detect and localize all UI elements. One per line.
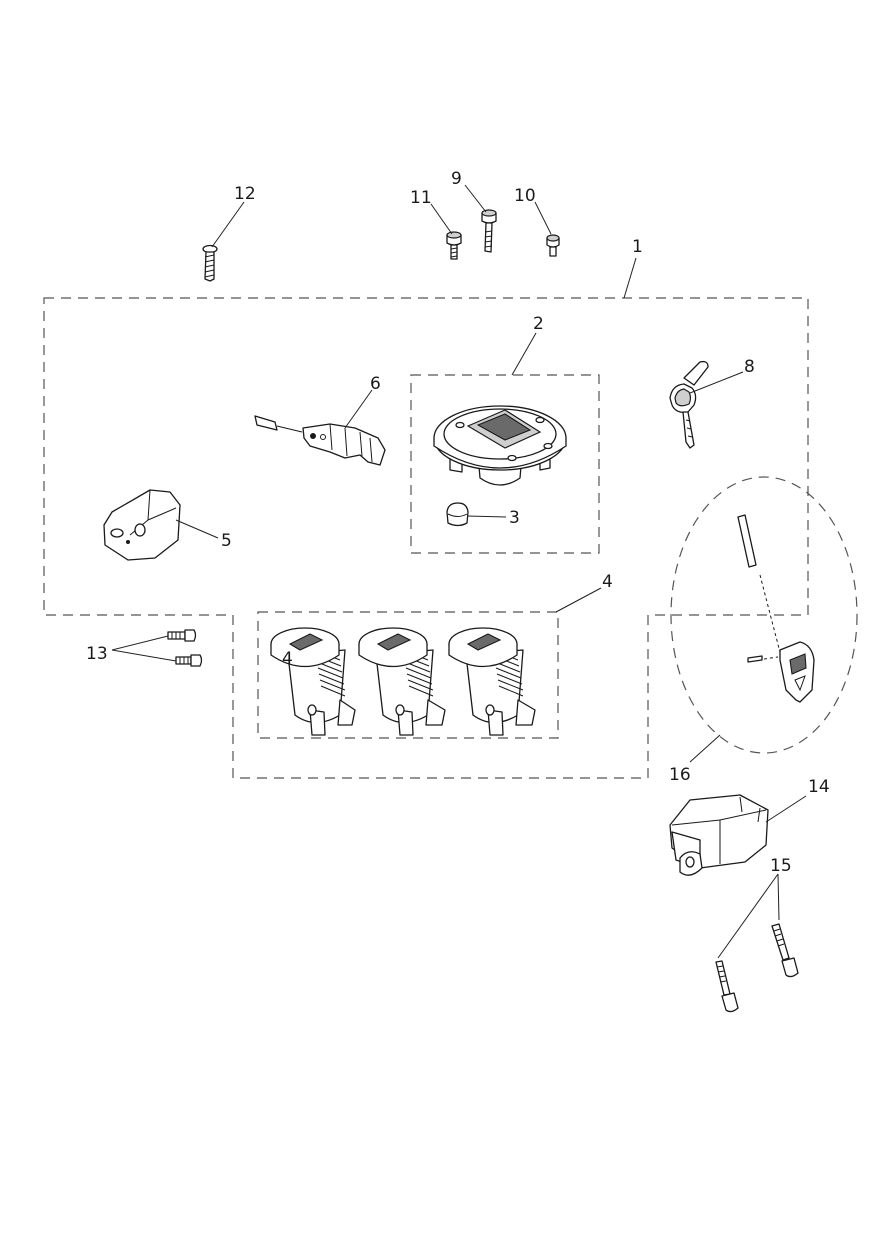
leader-5 (175, 519, 219, 539)
callout-13: 13 (86, 644, 108, 664)
group-outline-4 (257, 611, 559, 739)
leader-3 (466, 515, 507, 518)
callout-14: 14 (808, 777, 830, 797)
callout-2: 2 (533, 314, 544, 334)
leader-15b (777, 873, 780, 921)
bolt-15a (715, 960, 739, 1013)
callout-labels: 1 2 3 4 4 5 6 8 9 10 11 12 13 14 15 16 (86, 169, 830, 876)
leader-6 (344, 389, 373, 429)
ignition-switch-5 (103, 416, 259, 561)
callout-8: 8 (744, 357, 755, 377)
callout-11: 11 (410, 188, 432, 208)
callout-15: 15 (770, 856, 792, 876)
callout-9: 9 (451, 169, 462, 189)
leader-12 (211, 201, 245, 248)
callout-16: 16 (669, 765, 691, 785)
callout-10: 10 (514, 186, 536, 206)
module-14 (669, 794, 769, 876)
callout-5: 5 (221, 531, 232, 551)
callout-12: 12 (234, 184, 256, 204)
leader-13a (111, 635, 169, 651)
callout-4-inner: 4 (282, 649, 293, 669)
leader-4 (555, 587, 602, 613)
fuel-cap-2 (433, 405, 567, 486)
bolt-9 (481, 209, 497, 253)
callout-1: 1 (632, 237, 643, 257)
lock-barrel-1 (270, 627, 356, 736)
leader-9 (464, 184, 487, 213)
leader-14 (765, 795, 807, 823)
key-fob-16 (737, 514, 815, 703)
leader-11 (430, 203, 453, 235)
leader-10 (534, 201, 552, 235)
plug-3 (446, 502, 469, 527)
bolt-13a (167, 629, 197, 642)
leader-8 (689, 371, 744, 394)
leader-15a (717, 873, 779, 959)
group-outline-1 (43, 297, 809, 779)
group-outline-2 (410, 374, 600, 554)
leader-16 (689, 734, 721, 763)
lock-barrel-2 (358, 627, 446, 736)
callout-4: 4 (602, 572, 613, 592)
group-outline-16 (670, 476, 858, 754)
bolt-11 (446, 231, 462, 260)
leader-lines (111, 184, 807, 959)
callout-6: 6 (370, 374, 381, 394)
screw-12 (202, 244, 218, 282)
leader-1 (623, 257, 637, 299)
bolt-15b (771, 923, 799, 978)
key-8 (669, 360, 709, 449)
connector-6 (254, 415, 386, 466)
callout-3: 3 (509, 508, 520, 528)
bolt-13b (175, 654, 203, 667)
leader-13b (111, 649, 177, 662)
leader-2 (511, 332, 537, 376)
lock-barrel-3 (448, 627, 536, 736)
bolt-10 (546, 234, 560, 257)
